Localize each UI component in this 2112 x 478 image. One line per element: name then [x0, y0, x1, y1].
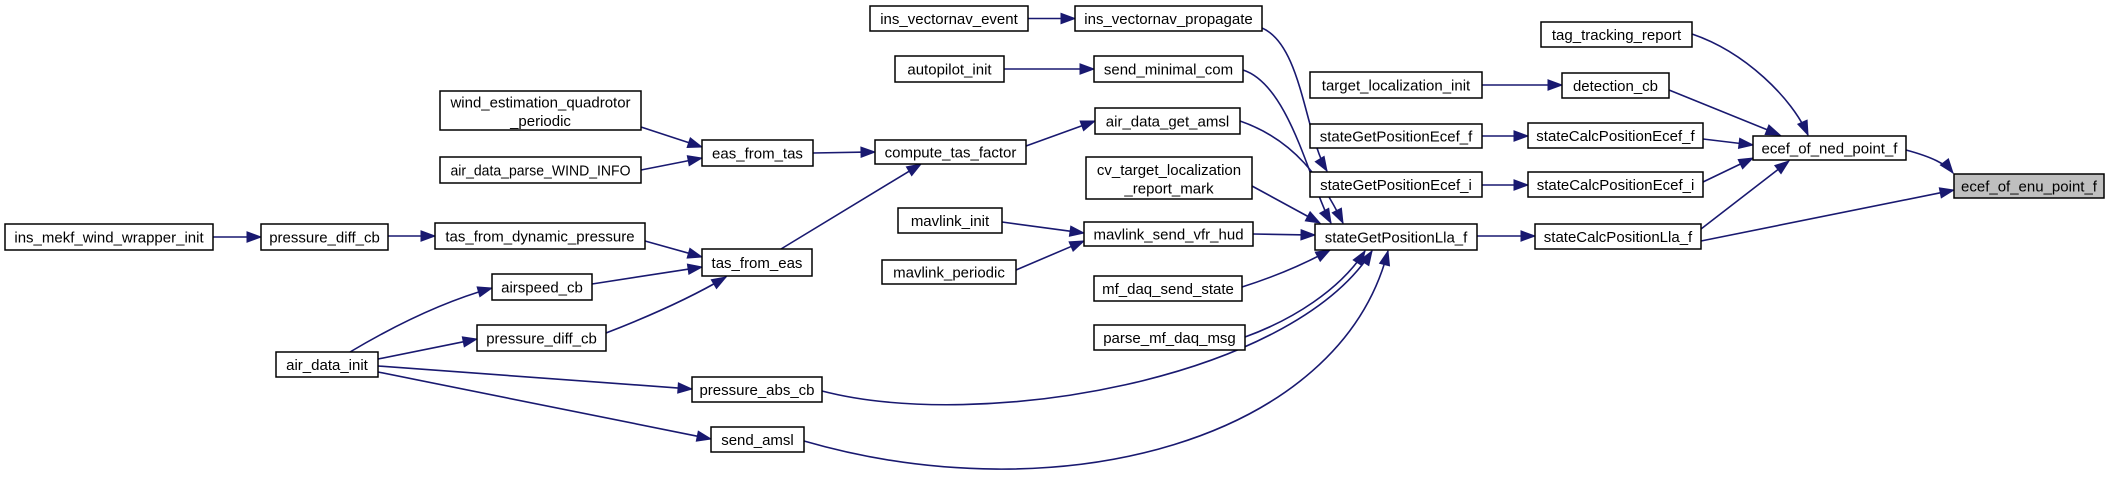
svg-text:ecef_of_enu_point_f: ecef_of_enu_point_f: [1961, 178, 2098, 195]
svg-text:ins_vectornav_propagate: ins_vectornav_propagate: [1084, 11, 1252, 28]
svg-text:ins_vectornav_event: ins_vectornav_event: [880, 11, 1018, 28]
svg-text:send_minimal_com: send_minimal_com: [1104, 61, 1233, 78]
svg-text:detection_cb: detection_cb: [1573, 78, 1658, 95]
svg-text:stateCalcPositionEcef_f: stateCalcPositionEcef_f: [1536, 128, 1695, 145]
svg-text:eas_from_tas: eas_from_tas: [712, 145, 803, 162]
svg-text:cv_target_localization: cv_target_localization: [1097, 162, 1241, 179]
svg-text:stateGetPositionEcef_f: stateGetPositionEcef_f: [1320, 128, 1473, 145]
svg-text:pressure_abs_cb: pressure_abs_cb: [699, 382, 814, 399]
svg-text:tag_tracking_report: tag_tracking_report: [1552, 27, 1682, 44]
svg-text:wind_estimation_quadrotor: wind_estimation_quadrotor: [449, 95, 630, 112]
svg-text:parse_mf_daq_msg: parse_mf_daq_msg: [1103, 330, 1236, 347]
svg-text:autopilot_init: autopilot_init: [907, 61, 992, 78]
svg-text:air_data_get_amsl: air_data_get_amsl: [1106, 113, 1229, 130]
svg-text:airspeed_cb: airspeed_cb: [501, 279, 583, 296]
svg-text:mavlink_send_vfr_hud: mavlink_send_vfr_hud: [1093, 226, 1243, 243]
svg-text:_periodic: _periodic: [509, 113, 571, 130]
svg-text:stateCalcPositionLla_f: stateCalcPositionLla_f: [1544, 229, 1693, 246]
svg-text:send_amsl: send_amsl: [721, 432, 794, 449]
svg-text:mf_daq_send_state: mf_daq_send_state: [1102, 281, 1234, 298]
svg-text:target_localization_init: target_localization_init: [1322, 77, 1471, 94]
svg-text:pressure_diff_cb: pressure_diff_cb: [486, 330, 597, 347]
svg-text:ins_mekf_wind_wrapper_init: ins_mekf_wind_wrapper_init: [14, 229, 204, 246]
svg-text:stateGetPositionLla_f: stateGetPositionLla_f: [1325, 229, 1468, 246]
svg-text:ecef_of_ned_point_f: ecef_of_ned_point_f: [1762, 140, 1899, 157]
svg-text:_report_mark: _report_mark: [1123, 181, 1214, 198]
svg-text:tas_from_eas: tas_from_eas: [712, 255, 803, 272]
svg-text:stateGetPositionEcef_i: stateGetPositionEcef_i: [1320, 177, 1472, 194]
svg-text:air_data_init: air_data_init: [286, 357, 369, 374]
svg-text:tas_from_dynamic_pressure: tas_from_dynamic_pressure: [445, 228, 634, 245]
svg-text:stateCalcPositionEcef_i: stateCalcPositionEcef_i: [1537, 177, 1695, 194]
svg-text:mavlink_init: mavlink_init: [911, 213, 990, 230]
svg-text:compute_tas_factor: compute_tas_factor: [885, 144, 1017, 161]
svg-text:air_data_parse_WIND_INFO: air_data_parse_WIND_INFO: [451, 162, 631, 179]
svg-text:pressure_diff_cb: pressure_diff_cb: [269, 229, 380, 246]
svg-text:mavlink_periodic: mavlink_periodic: [893, 264, 1005, 281]
